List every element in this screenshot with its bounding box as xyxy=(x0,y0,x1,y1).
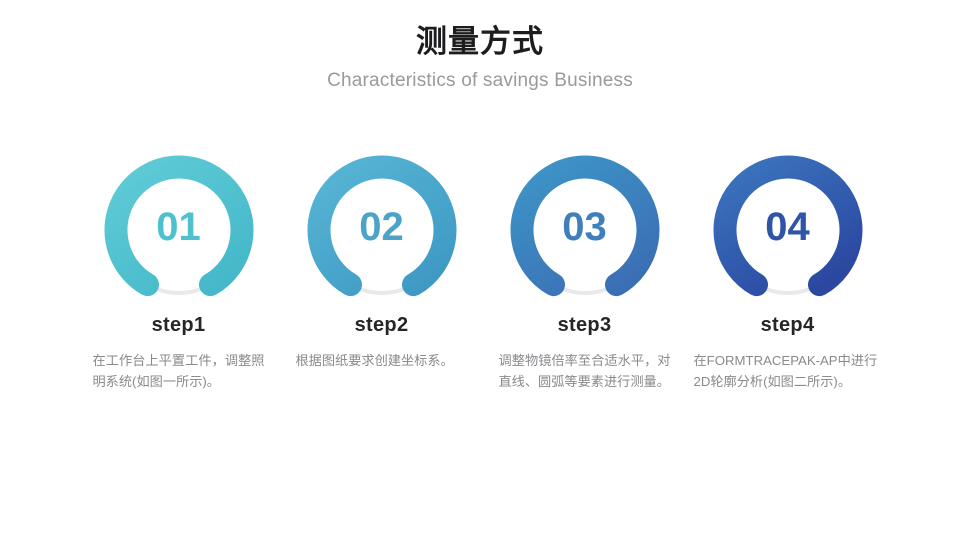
step-label-1: step1 xyxy=(151,314,206,336)
step-description-3: 调整物镜倍率至合适水平，对直线、圆弧等要素进行测量。 xyxy=(498,353,671,389)
step-description-4: 在FORMTRACEPAK-AP中进行2D轮廓分析(如图二所示)。 xyxy=(693,353,878,389)
ring-svg-1 xyxy=(104,155,253,297)
slide-header: 测量方式 Characteristics of savings Business xyxy=(0,22,960,94)
step-number-4: 04 xyxy=(765,204,810,249)
step-label-2: step2 xyxy=(354,314,409,336)
page-title: 测量方式 xyxy=(416,24,544,59)
step-item-4[interactable]: 04 step4 在FORMTRACEPAK-AP中进行2D轮廓分析(如图二所示… xyxy=(686,155,889,392)
ring-svg-2 xyxy=(307,155,456,297)
ring-svg-3 xyxy=(510,155,659,297)
step-description-2: 根据图纸要求创建坐标系。 xyxy=(295,353,454,368)
step-description-1: 在工作台上平置工件，调整照明系统(如图一所示)。 xyxy=(92,353,265,389)
ring-arc-3 xyxy=(510,155,659,297)
page-subtitle: Characteristics of savings Business xyxy=(327,70,633,91)
step-number-1: 01 xyxy=(156,204,201,249)
step-item-2[interactable]: 02 step2 根据图纸要求创建坐标系。 xyxy=(280,155,483,392)
ring-arc-2 xyxy=(307,155,456,297)
ring-arc-4 xyxy=(713,155,862,297)
progress-ring-1: 01 xyxy=(104,155,254,305)
steps-row: 01 step1 在工作台上平置工件，调整照明系统(如图一所示)。 xyxy=(0,155,960,392)
ring-arc-1 xyxy=(104,155,253,297)
step-number-2: 02 xyxy=(359,204,404,249)
progress-ring-3: 03 xyxy=(510,155,660,305)
ring-svg-4 xyxy=(713,155,862,297)
progress-ring-2: 02 xyxy=(307,155,457,305)
step-label-4: step4 xyxy=(760,314,815,336)
step-item-3[interactable]: 03 step3 调整物镜倍率至合适水平，对直线、圆弧等要素进行测量。 xyxy=(483,155,686,392)
step-label-3: step3 xyxy=(557,314,612,336)
progress-ring-4: 04 xyxy=(713,155,863,305)
step-number-3: 03 xyxy=(562,204,607,249)
step-item-1[interactable]: 01 step1 在工作台上平置工件，调整照明系统(如图一所示)。 xyxy=(77,155,280,392)
